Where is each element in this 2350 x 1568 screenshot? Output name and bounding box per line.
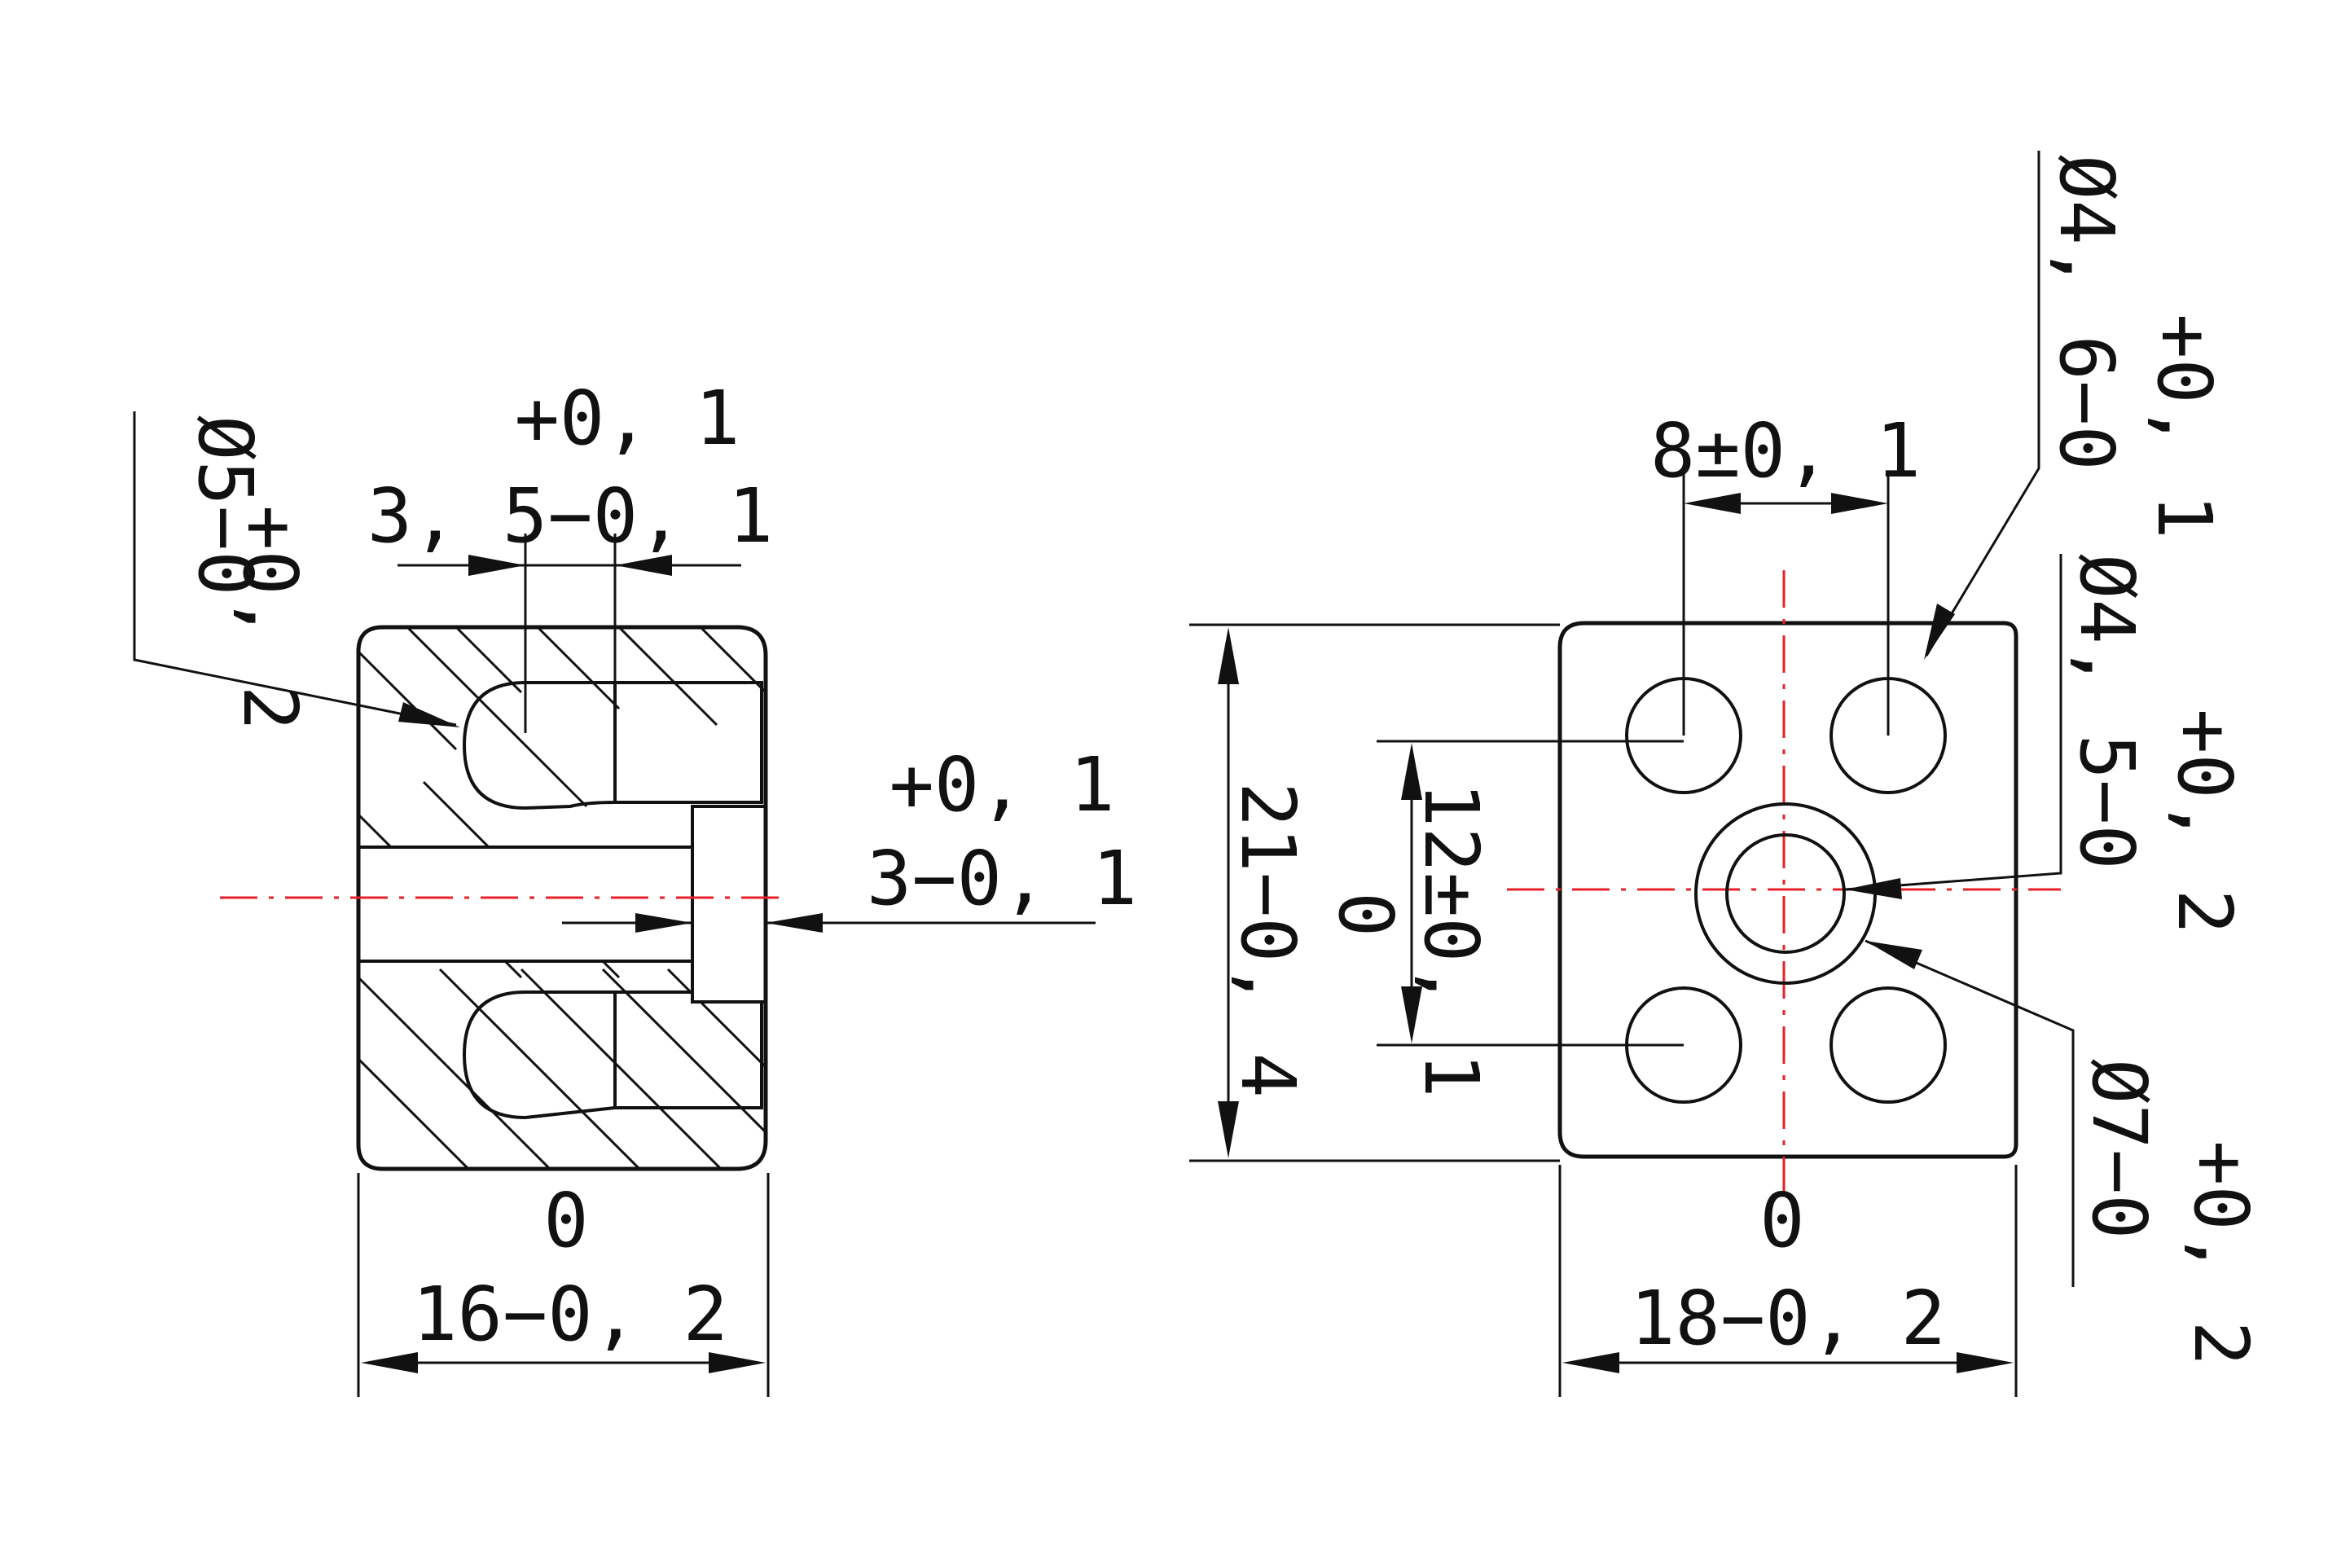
hole-diameter-tolerance: +0, 2 [226, 505, 314, 731]
pitch-y-dimension: 12±0, 1 [1408, 782, 1495, 1098]
hole-b-tolerance: +0, 2 [2161, 709, 2248, 934]
center-hole [1725, 833, 1846, 954]
hole-bottom-right [1829, 986, 1947, 1104]
top-width-tolerance: 0 [1759, 1177, 1804, 1264]
hole-b-diameter: Ø4, 5−0 [2063, 554, 2150, 870]
section-outline [356, 625, 768, 1171]
hole-width-tolerance: +0, 1 [515, 375, 740, 462]
upper-counterbore [462, 681, 763, 810]
bore-tolerance: +0, 1 [889, 741, 1115, 828]
hole-a-tolerance: +0, 1 [2141, 314, 2228, 539]
height-tolerance: 0 [1322, 892, 1409, 937]
section-width-tolerance: 0 [543, 1177, 588, 1264]
hole-diameter-dimension: Ø5−0 [182, 415, 269, 596]
section-width-dimension: 16−0, 2 [412, 1271, 728, 1358]
top-view: 8±0, 1 21−0, 4 0 12±0, 1 0 18−0, 2 Ø4, 6… [1189, 151, 2264, 1397]
top-width-dimension: 18−0, 2 [1630, 1275, 1946, 1362]
pitch-x-dimension: 8±0, 1 [1650, 407, 1921, 494]
hole-width-dimension: 3, 5−0, 1 [367, 472, 774, 560]
center-diameter: Ø7−0 [2075, 1059, 2163, 1240]
top-view-outline [1557, 621, 2018, 1159]
height-dimension: 21−0, 4 [1224, 782, 1311, 1098]
center-tolerance: +0, 2 [2177, 1140, 2264, 1366]
bore-step [692, 806, 766, 1002]
hole-a-diameter: Ø4, 6−0 [2043, 155, 2130, 471]
center-counterbore [1694, 802, 1877, 985]
bore-dimension: 3−0, 1 [867, 835, 1137, 922]
lower-counterbore [462, 990, 763, 1120]
section-view: 0 16−0, 2 +0, 1 3, 5−0, 1 Ø5−0 +0, 2 +0,… [133, 375, 1137, 1397]
